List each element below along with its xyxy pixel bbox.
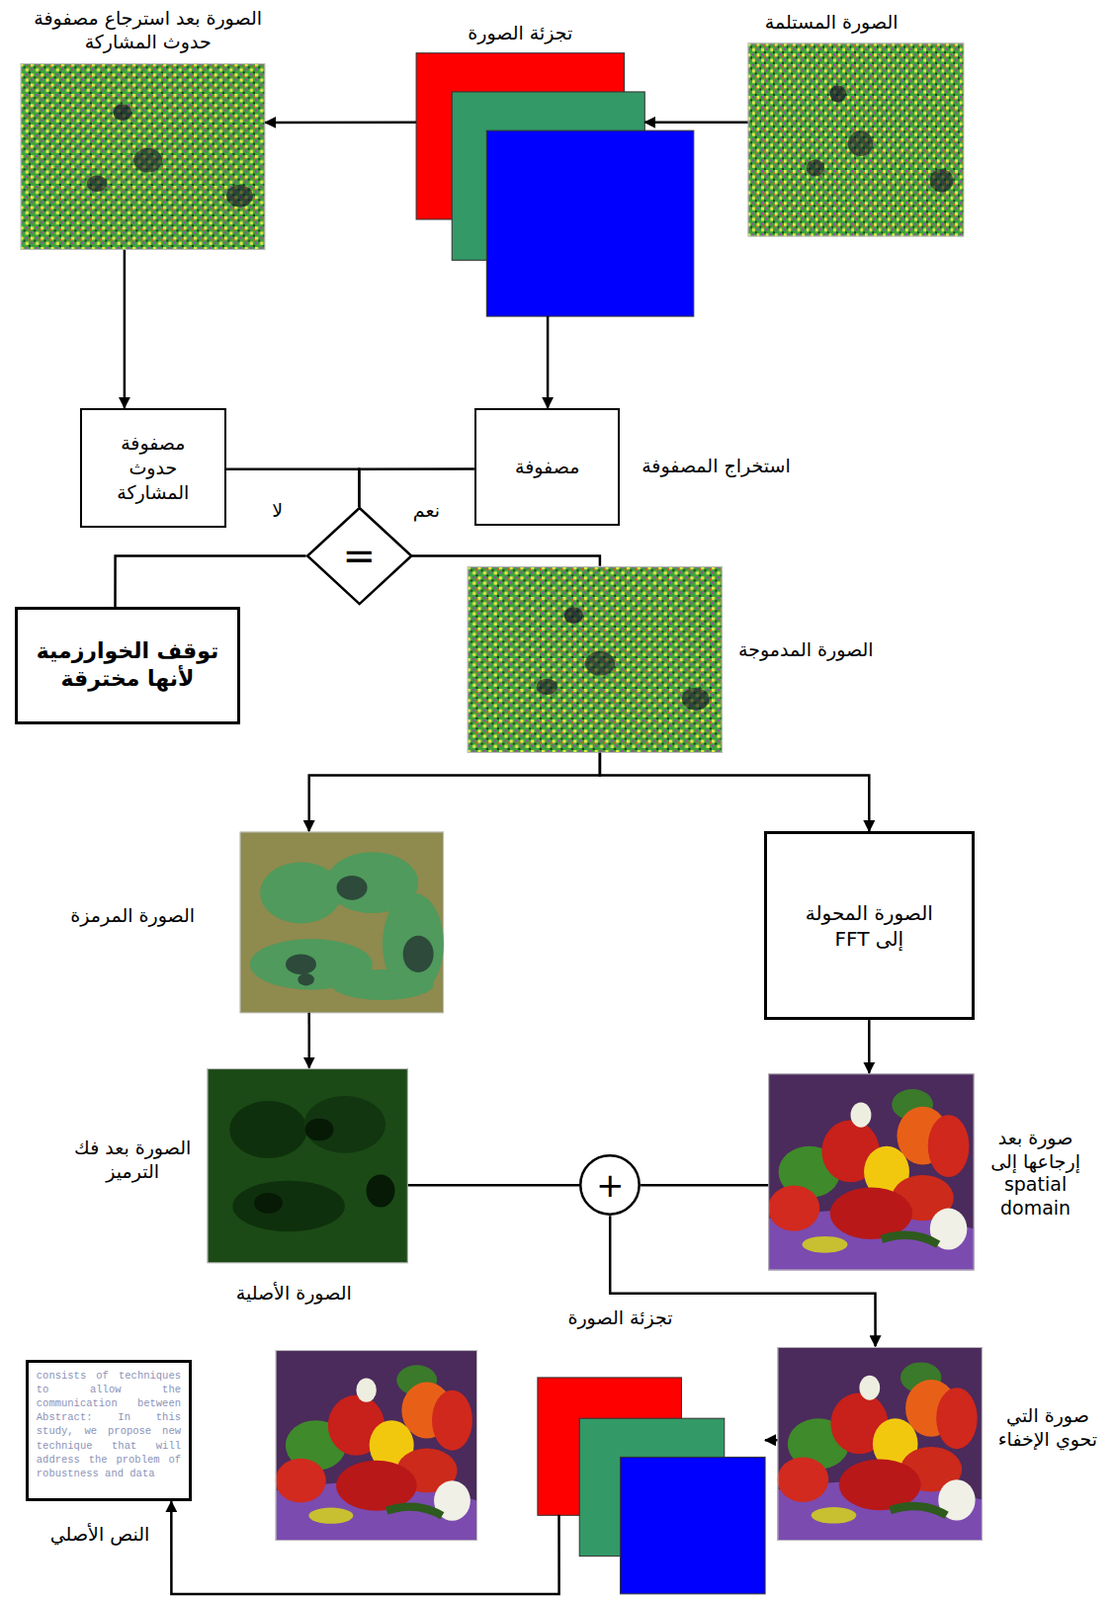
image-node: الصورة بعد استرجاع مصفوفة حدوث المشاركة [20,63,266,251]
process-box: مصفوفة حدوث المشاركة [80,408,228,528]
restored-image [20,63,266,251]
node-label: الصورة المدموجة [738,639,873,664]
text-box: consists of techniques to allow the comm… [25,1360,192,1502]
node-text: توقف الخوارزمية لأنها مخترقة [30,637,225,694]
node-label: تجزئة الصورة [567,1307,673,1332]
restored-image [20,63,266,251]
connector [307,1013,311,1069]
shape-outline [307,508,412,604]
watermarked-image [467,566,723,754]
image-node: الصورة المدموجة [467,566,723,754]
encoded-image [240,832,444,1015]
connector [644,120,748,124]
shape-outline [580,1156,639,1215]
stego-image [776,1347,982,1542]
node-label: الصورة المرمزة [70,904,195,929]
rgb-channels [620,1456,767,1594]
node-label: صورة بعد إرجاعها إلى spatial domain [976,1125,1095,1220]
connector [765,1439,777,1443]
rgb-channels [416,53,694,317]
decoded-image [207,1068,409,1264]
image-node: الصورة المرمزة [240,831,444,1014]
peppers-image [275,1350,478,1542]
image-node: الصورة بعد فك الترميزالصورة الأصلية [207,1068,409,1264]
connector [546,316,550,409]
node-label: صورة التي تحوي الإخفاء [989,1404,1108,1453]
connector [640,1184,769,1188]
watermarked-image [467,566,723,754]
node-text: + [596,1168,625,1202]
connector [226,469,359,508]
node-text: الصورة المحولة إلى FFT [792,900,946,952]
node-label: تجزئة الصورة [467,21,573,46]
connector [115,556,307,608]
sum-circle: + [579,1154,641,1216]
node-label: النص الأصلي [50,1523,151,1547]
node-label: الصورة بعد استرجاع مصفوفة حدوث المشاركة [7,6,289,55]
edge-label: نعم [410,499,443,521]
rgb-channels [537,1377,766,1595]
node-label: الصورة المستلمة [765,10,899,35]
decoded-image [207,1068,409,1264]
image-node: صورة بعد إرجاعها إلى spatial domain [768,1073,974,1271]
text-sample: consists of techniques to allow the comm… [36,1369,181,1481]
connector [408,1184,580,1188]
node-label: الصورة الأصلية [236,1282,352,1306]
rgb-split: تجزئة الصورة [416,53,694,317]
peppers-image [275,1350,478,1542]
node-text: = [342,535,377,576]
node-text: مصفوفة [514,454,580,480]
connector [412,556,600,567]
node-text: مصفوفة حدوث المشاركة [101,430,204,505]
stop-box: توقف الخوارزمية لأنها مخترقة [14,606,240,725]
connector [171,1501,559,1595]
image-node: الصورة المستلمة [748,42,965,237]
encoded-image [240,832,444,1015]
decision-diamond: = [306,507,413,605]
connector [309,753,600,832]
edge-label: لا [268,499,286,521]
stego-image [776,1347,982,1542]
connector [123,250,127,409]
received-image [748,42,965,237]
image-node: صورة التي تحوي الإخفاء [776,1346,982,1541]
node-label: الصورة بعد فك الترميز [56,1137,210,1186]
connector [867,1020,871,1074]
connector [599,753,869,832]
rgb-channels [486,130,694,317]
spatial-image [768,1073,974,1271]
rgb-split: تجزئة الصورة [537,1376,766,1594]
process-box: الصورة المحولة إلى FFT [764,831,975,1021]
received-image [748,42,965,237]
node-label: استخراج المصفوفة [641,454,791,479]
spatial-image [768,1073,974,1271]
connector [264,121,417,125]
process-box: مصفوفةاستخراج المصفوفة [474,408,621,526]
